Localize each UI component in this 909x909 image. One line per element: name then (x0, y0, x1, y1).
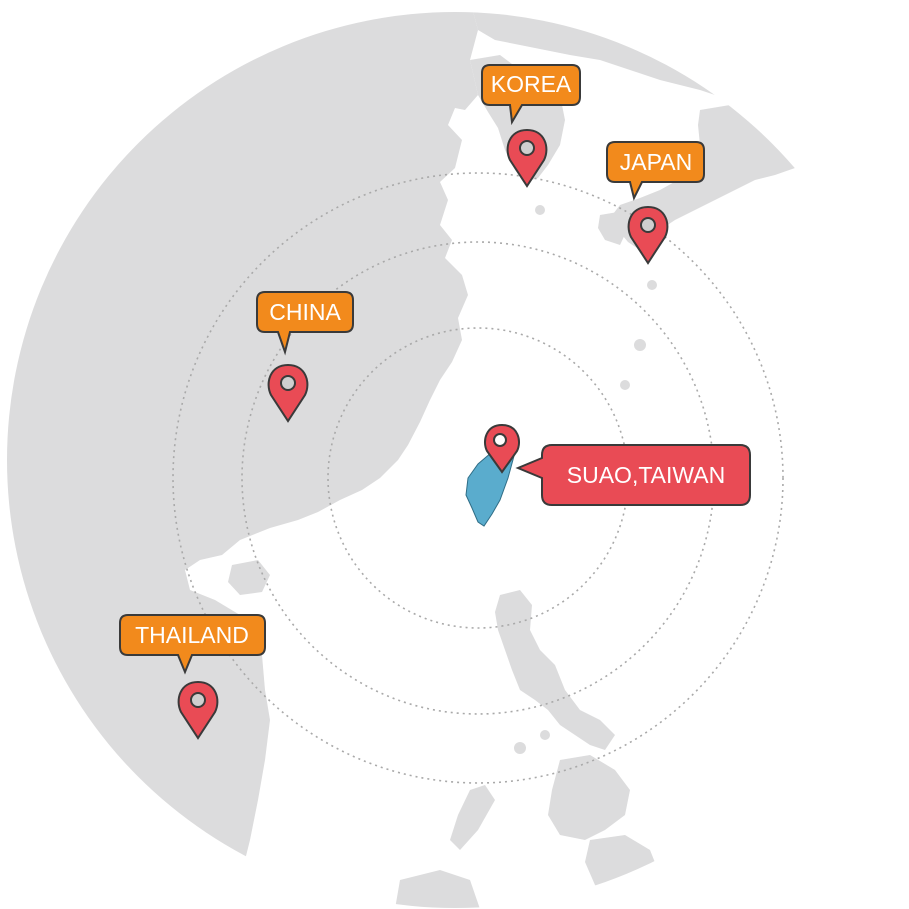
china-callout[interactable]: CHINA (256, 291, 354, 356)
korea-marker[interactable] (506, 128, 548, 188)
origin-label: SUAO,TAIWAN (567, 462, 725, 488)
island (514, 742, 526, 754)
island (620, 380, 630, 390)
japan-callout[interactable]: JAPAN (606, 141, 705, 201)
thailand-label: THAILAND (135, 622, 249, 648)
island (535, 205, 545, 215)
china-marker[interactable] (267, 363, 309, 423)
island (540, 730, 550, 740)
philippines (495, 590, 615, 750)
origin-callout[interactable]: SUAO,TAIWAN (515, 444, 751, 506)
japan-marker[interactable] (627, 205, 669, 265)
island (634, 339, 646, 351)
asia-mainland (7, 12, 478, 908)
borneo (395, 870, 480, 908)
china-label: CHINA (269, 299, 341, 325)
korea-callout[interactable]: KOREA (481, 64, 581, 126)
thailand-marker[interactable] (177, 680, 219, 740)
mindanao (585, 835, 660, 900)
palawan (450, 785, 495, 850)
range-ring-outer (172, 172, 784, 784)
korea-label: KOREA (491, 71, 572, 97)
thailand-callout[interactable]: THAILAND (119, 614, 266, 675)
taiwan-marker[interactable] (483, 423, 521, 474)
japan-label: JAPAN (620, 149, 692, 175)
hainan (228, 560, 270, 595)
island (647, 280, 657, 290)
kyushu (598, 212, 628, 245)
philippines-south (548, 755, 630, 840)
